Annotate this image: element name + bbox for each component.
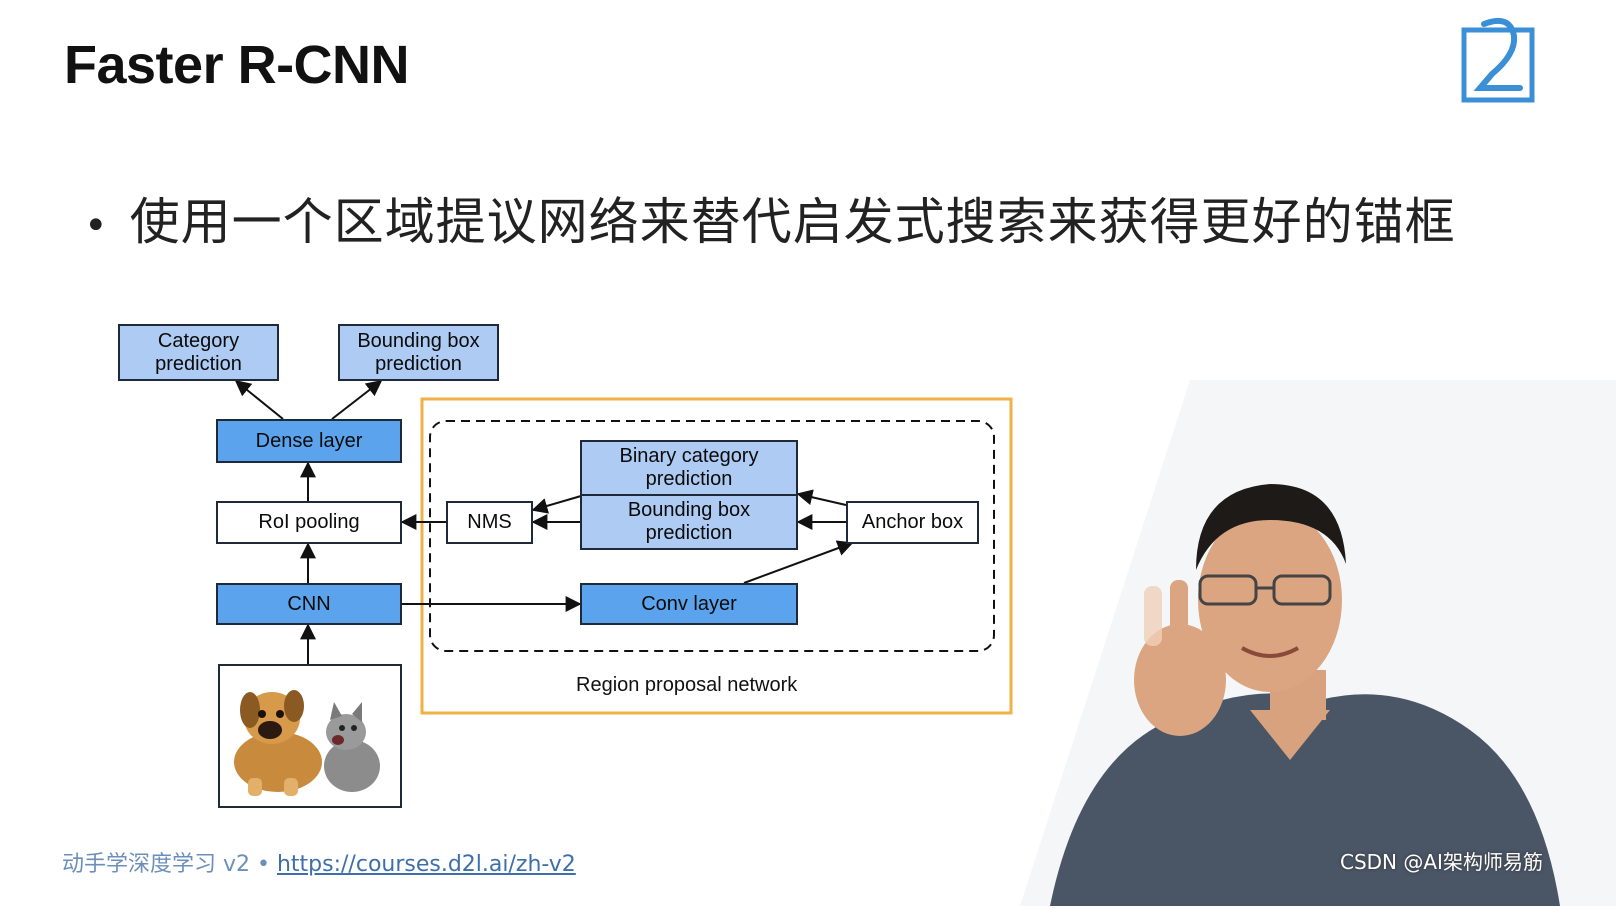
conv-layer-box: Conv layer [580,583,798,625]
input-image [218,664,402,808]
dense-layer-box: Dense layer [216,419,402,463]
arrow-anchor-to-binary [796,489,847,506]
arrow-dense-to-bbox [331,380,383,420]
anchor-box-box: Anchor box [846,501,979,544]
cnn-box: CNN [216,583,402,625]
bullet-text: 使用一个区域提议网络来替代启发式搜索来获得更好的锚框 [129,193,1456,251]
bullet-dot-icon: • [84,202,108,249]
bullet-point: • 使用一个区域提议网络来替代启发式搜索来获得更好的锚框 [84,182,1456,254]
rpn-label: Region proposal network [576,674,798,696]
course-link[interactable]: https://courses.d2l.ai/zh-v2 [276,852,576,877]
d2l-logo [1440,14,1550,106]
arrow-binary-to-nms [531,495,582,514]
binary-category-prediction-box: Binary category prediction [580,440,798,496]
nms-box: NMS [446,501,533,544]
rpn-frame [420,397,1013,715]
arrow-dense-to-category [234,379,284,420]
arrow-conv-to-anchor [743,540,854,584]
presenter-video [1020,380,1616,906]
bbox-prediction-box: Bounding box prediction [338,324,499,381]
category-prediction-box: Category prediction [118,324,279,381]
bbox-prediction-rpn-box: Bounding box prediction [580,494,798,550]
roi-pooling-box: RoI pooling [216,501,402,544]
footer-course: 动手学深度学习 v2 • [62,852,270,877]
footer: 动手学深度学习 v2 • https://courses.d2l.ai/zh-v… [62,846,576,878]
slide-title: Faster R-CNN [64,35,410,95]
csdn-watermark: CSDN @AI架构师易筋 [1340,850,1543,874]
